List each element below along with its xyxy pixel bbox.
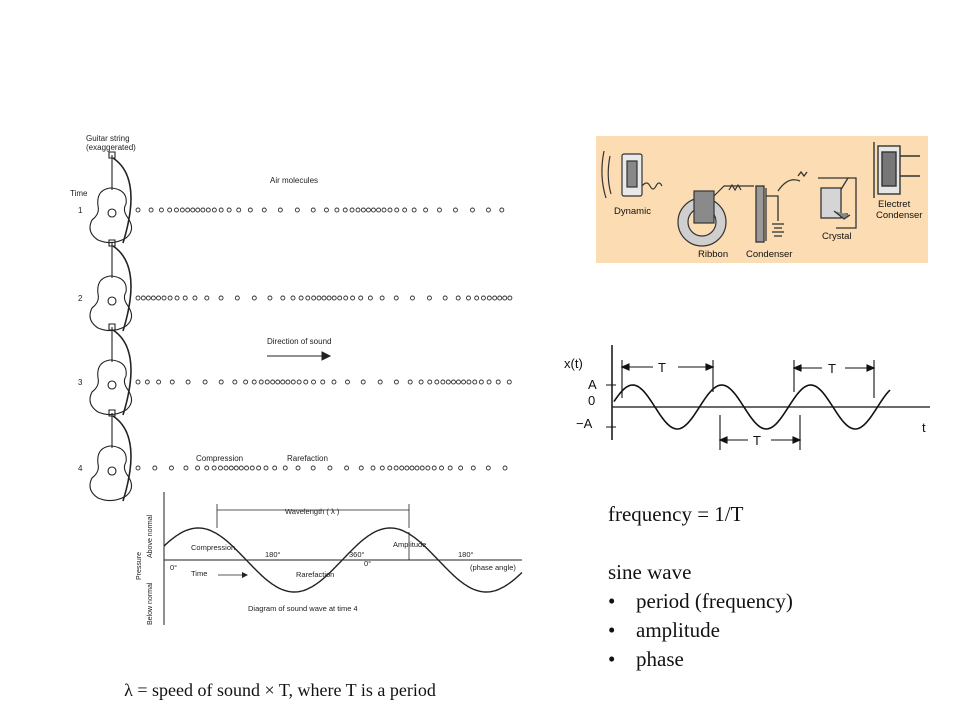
- air-molecules-label: Air molecules: [270, 176, 318, 185]
- electret-label-line2: Condenser: [876, 210, 922, 221]
- rarefaction-label: Rarefaction: [287, 454, 328, 463]
- bullet-item: • period (frequency): [608, 587, 938, 616]
- condenser-mic-icon: [755, 170, 808, 243]
- row-4-label: 4: [78, 464, 83, 473]
- sine-wave-heading: sine wave: [608, 560, 692, 584]
- sine-wave-curve: [613, 384, 891, 430]
- crystal-mic-icon: [818, 177, 857, 229]
- guitar-label-line1: Guitar string: [86, 134, 130, 143]
- guitar-icon: [89, 409, 133, 502]
- compression-label: Compression: [196, 454, 243, 463]
- T1-label: T: [658, 360, 666, 375]
- frequency-formula: frequency = 1/T: [608, 502, 744, 526]
- x-of-t-label: x(t): [564, 356, 583, 371]
- bullet-marker: •: [608, 618, 616, 642]
- guitar-icon: [89, 239, 133, 332]
- compression-wave-label: Compression: [191, 543, 235, 552]
- pressure-wave-diagram: Wavelength ( λ ) Compression Rarefaction…: [136, 492, 523, 625]
- row-3-label: 3: [78, 378, 83, 387]
- amplitude-label: Amplitude: [393, 540, 426, 549]
- guitar-icon: [89, 323, 133, 416]
- deg180-label: 180°: [265, 550, 281, 559]
- above-normal-label: Above normal: [147, 514, 154, 558]
- t-axis-label: t: [922, 420, 926, 435]
- bullet-item: • amplitude: [608, 616, 938, 645]
- direction-arrow: [267, 351, 332, 361]
- deg180b-label: 180°: [458, 550, 474, 559]
- deg360-label: 360°: [349, 550, 365, 559]
- guitars: [89, 151, 133, 502]
- A-label: A: [588, 377, 597, 392]
- bullet-text-period: period (frequency): [636, 589, 793, 613]
- wavelength-label: Wavelength ( λ ): [285, 507, 340, 516]
- row-1-label: 1: [78, 206, 83, 215]
- air-molecules: [135, 207, 513, 471]
- time-axis-label: Time: [191, 569, 207, 578]
- pressure-axis-label: Pressure: [136, 552, 143, 580]
- wave-caption: Diagram of sound wave at time 4: [248, 604, 358, 613]
- bullet-item: • phase: [608, 645, 938, 674]
- dynamic-mic-icon: [601, 150, 663, 199]
- T3-label: T: [828, 361, 836, 376]
- microphone-types-panel: Dynamic Ribbon Condenser Crystal Electre…: [596, 136, 928, 263]
- dynamic-label: Dynamic: [614, 206, 651, 217]
- pressure-wave-curve: [163, 527, 523, 593]
- zero-label: 0: [588, 393, 595, 408]
- below-normal-label: Below normal: [147, 582, 154, 625]
- T2-label: T: [753, 433, 761, 448]
- deg0b-label: 0°: [364, 559, 371, 568]
- crystal-label: Crystal: [822, 231, 852, 242]
- phase-angle-label: (phase angle): [470, 563, 516, 572]
- row-2-label: 2: [78, 294, 83, 303]
- direction-of-sound-label: Direction of sound: [267, 337, 331, 346]
- minus-A-label: −A: [576, 416, 593, 431]
- bullet-marker: •: [608, 589, 616, 613]
- electret-label-line1: Electret: [878, 199, 911, 210]
- rarefaction-wave-label: Rarefaction: [296, 570, 334, 579]
- condenser-label: Condenser: [746, 249, 792, 260]
- ribbon-mic-icon: [677, 183, 754, 247]
- sine-wave-graph: x(t) A 0 −A T T T t: [564, 345, 930, 450]
- bullet-text-amplitude: amplitude: [636, 618, 720, 642]
- guitar-label-line2: (exaggerated): [86, 143, 136, 152]
- bullet-text-phase: phase: [636, 647, 684, 671]
- ribbon-label: Ribbon: [698, 249, 728, 260]
- bullet-marker: •: [608, 647, 616, 671]
- time-label: Time: [70, 189, 88, 198]
- right-text-block: frequency = 1/T sine wave • period (frequ…: [608, 500, 938, 674]
- guitar-icon: [89, 151, 133, 244]
- wavelength-formula: λ = speed of sound × T, where T is a per…: [124, 680, 436, 700]
- electret-condenser-mic-icon: [873, 142, 920, 198]
- sound-propagation-figure: Guitar string (exaggerated) Time Air mol…: [70, 134, 523, 625]
- deg0-label: 0°: [170, 563, 177, 572]
